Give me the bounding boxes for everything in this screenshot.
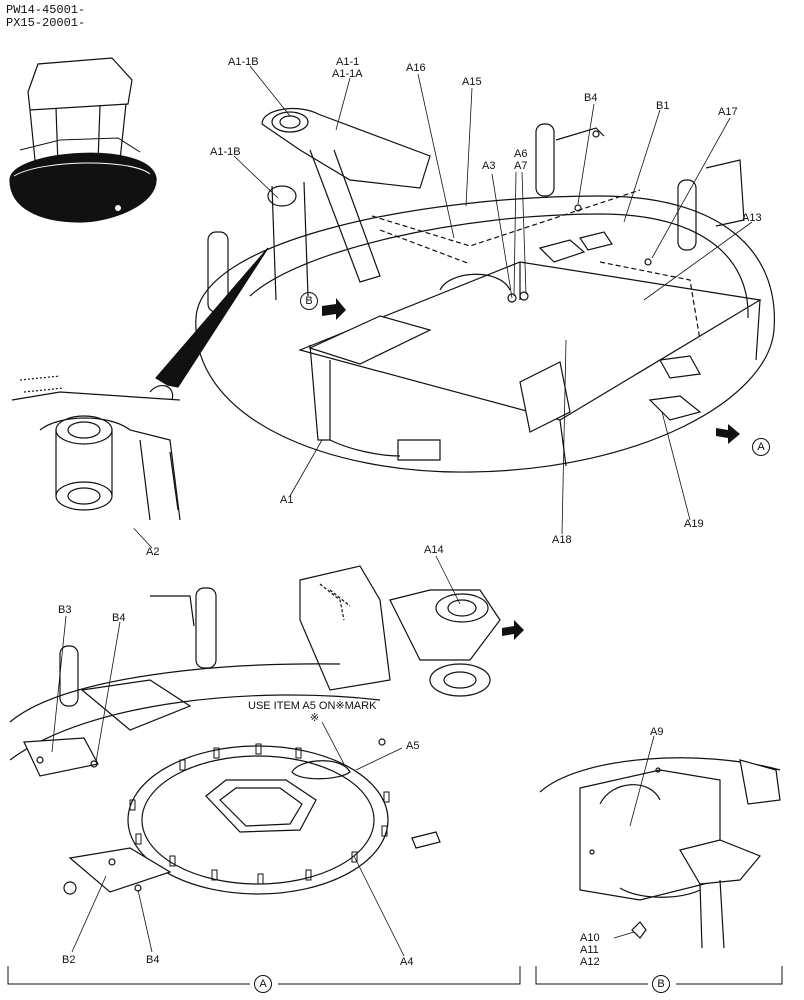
view-a-bracket bbox=[7, 966, 521, 985]
note-mark-symbol: ※ bbox=[310, 712, 320, 724]
callout-a18: A18 bbox=[552, 534, 572, 546]
callout-a12: A12 bbox=[580, 956, 600, 968]
callout-a14: A14 bbox=[424, 544, 444, 556]
detail-view-a bbox=[9, 565, 501, 960]
callout-a1-1a: A1-1A bbox=[332, 68, 363, 80]
serial-range-line2: PX15-20001- bbox=[6, 16, 86, 30]
note-use-item-a5: USE ITEM A5 ON※MARK bbox=[248, 700, 377, 712]
callout-b3: B3 bbox=[58, 604, 72, 616]
callout-a5: A5 bbox=[406, 740, 420, 752]
callout-b4-top: B4 bbox=[584, 92, 598, 104]
callout-a1: A1 bbox=[280, 494, 294, 506]
detail-bushing-view bbox=[10, 375, 210, 540]
callout-b1: B1 bbox=[656, 100, 670, 112]
callout-b2: B2 bbox=[62, 954, 76, 966]
leader-lines-view-a bbox=[51, 555, 461, 957]
leader-lines-main bbox=[103, 65, 753, 549]
callout-a10: A10 bbox=[580, 932, 600, 944]
detail-pointer bbox=[155, 247, 269, 391]
callout-a1-1b: A1-1B bbox=[228, 56, 259, 68]
callout-b4-mid: B4 bbox=[112, 612, 126, 624]
serial-range-line1: PW14-45001- bbox=[6, 3, 86, 17]
main-frame-view bbox=[195, 107, 775, 473]
callout-a17: A17 bbox=[718, 106, 738, 118]
callout-a4: A4 bbox=[400, 956, 414, 968]
callout-a19: A19 bbox=[684, 518, 704, 530]
leader-lines-view-b bbox=[613, 735, 655, 939]
view-marker-a: A bbox=[752, 438, 770, 456]
view-marker-b: B bbox=[300, 292, 318, 310]
callout-a9: A9 bbox=[650, 726, 664, 738]
callout-a2: A2 bbox=[146, 546, 160, 558]
callout-a15: A15 bbox=[462, 76, 482, 88]
callout-a16: A16 bbox=[406, 62, 426, 74]
callout-a7: A7 bbox=[514, 160, 528, 172]
callout-b4-bottom: B4 bbox=[146, 954, 160, 966]
callout-a11: A11 bbox=[580, 944, 599, 956]
callout-a3: A3 bbox=[482, 160, 496, 172]
section-label-a: A bbox=[254, 975, 272, 993]
callout-a13: A13 bbox=[742, 212, 762, 224]
machine-thumbnail bbox=[9, 57, 157, 223]
callout-a1-1: A1-1 bbox=[336, 56, 360, 68]
section-label-b: B bbox=[652, 975, 670, 993]
callout-a1-1b-left: A1-1B bbox=[210, 146, 241, 158]
callout-a6: A6 bbox=[514, 148, 528, 160]
detail-view-b bbox=[539, 757, 781, 960]
view-b-bracket bbox=[535, 966, 783, 985]
